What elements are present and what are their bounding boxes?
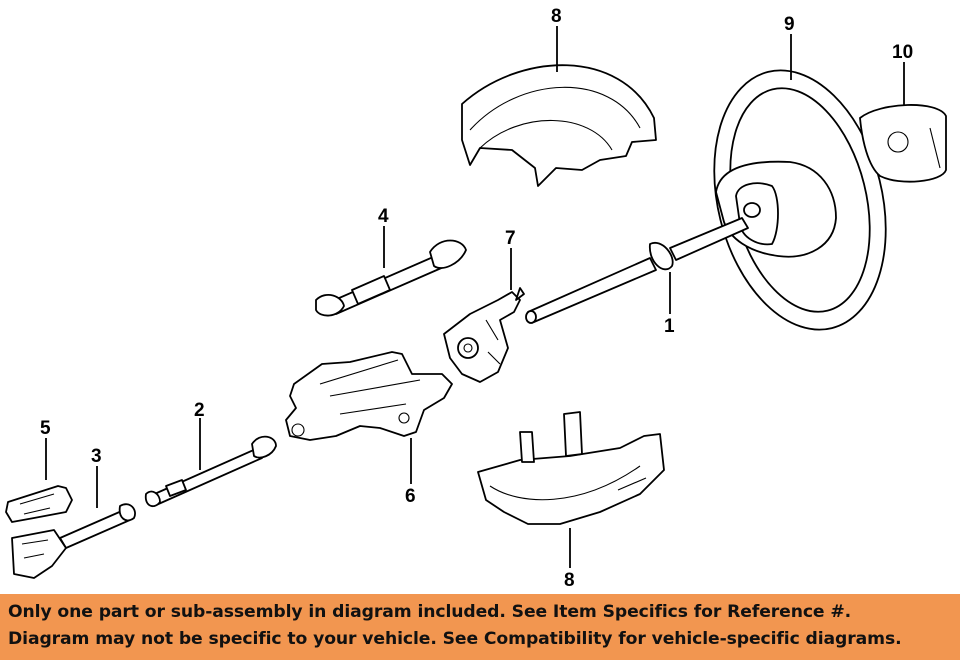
callout-5: 5 — [40, 418, 51, 439]
intermediate-shaft-part — [315, 239, 467, 317]
disclaimer-line-1: Only one part or sub-assembly in diagram… — [8, 602, 852, 622]
callout-7: 7 — [505, 228, 516, 249]
yoke-clamp-part — [5, 485, 73, 523]
callout-9: 9 — [784, 14, 795, 35]
callout-3: 3 — [91, 446, 102, 467]
callout-labels: 8 9 10 4 7 1 2 5 3 6 8 — [40, 6, 913, 591]
callout-6: 6 — [405, 486, 416, 507]
lower-coupling-part — [11, 503, 136, 579]
steering-shaft-part — [525, 217, 749, 324]
callout-8-bottom: 8 — [564, 570, 575, 591]
callout-2: 2 — [194, 400, 205, 421]
horn-pad-part — [859, 104, 947, 183]
column-housing-part — [285, 351, 453, 441]
lower-shroud-part — [477, 411, 665, 525]
leader-lines — [45, 26, 905, 568]
callout-10: 10 — [892, 42, 913, 63]
steering-column-diagram: 8 9 10 4 7 1 2 5 3 6 8 — [5, 6, 947, 591]
steering-wheel-part — [713, 69, 887, 331]
callout-8-top: 8 — [551, 6, 562, 27]
upper-shroud-part — [461, 64, 657, 187]
disclaimer-line-2: Diagram may not be specific to your vehi… — [8, 629, 902, 649]
lock-housing-part — [443, 287, 525, 383]
callout-1: 1 — [664, 316, 675, 337]
disclaimer-banner: Only one part or sub-assembly in diagram… — [0, 594, 960, 660]
lower-shaft-part — [144, 435, 277, 508]
callout-4: 4 — [378, 206, 389, 227]
